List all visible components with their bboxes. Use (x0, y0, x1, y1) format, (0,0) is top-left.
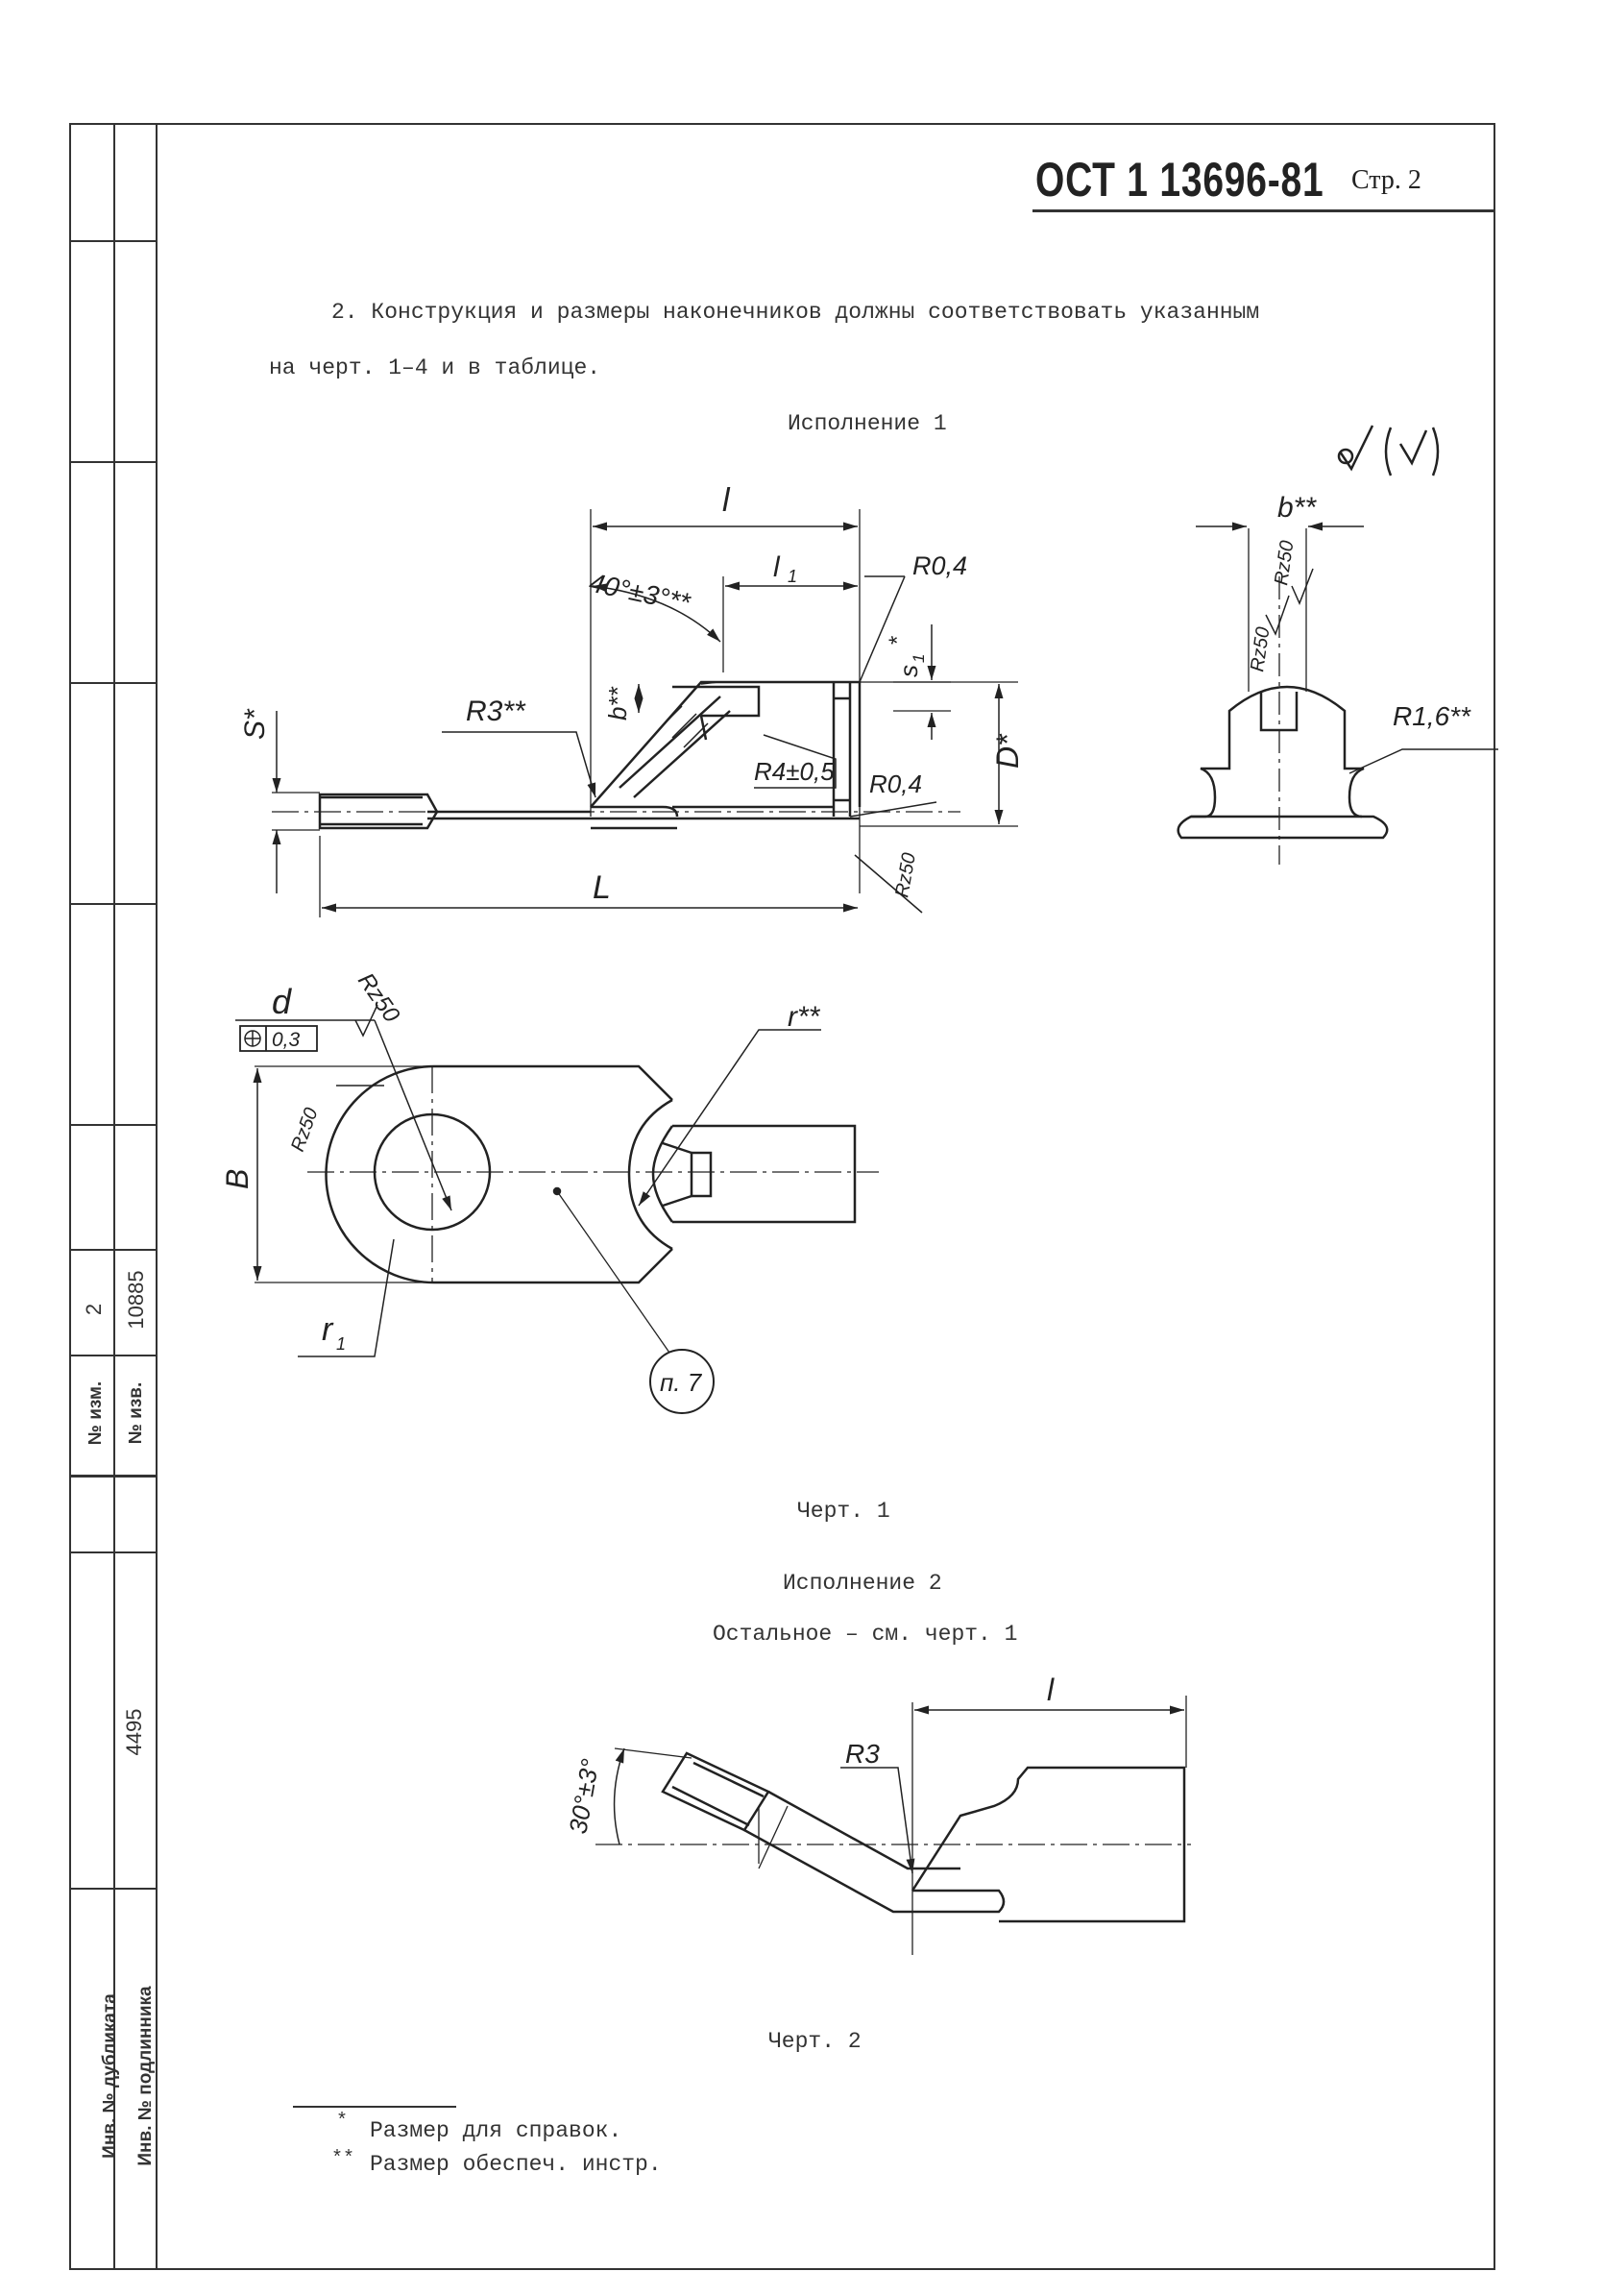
strip-rule (69, 1355, 158, 1356)
fig1-section-view (1177, 522, 1498, 865)
strip-rule (69, 240, 158, 242)
fig2-label-angle: 30°±3° (563, 1757, 604, 1836)
strip-line (113, 123, 115, 2270)
fig1-side-view (272, 509, 1018, 917)
fig2-view (595, 1696, 1191, 1955)
label-rz50-plan2: Rz50 (287, 1105, 323, 1154)
label-r04-top: R0,4 (912, 551, 967, 580)
label-rz50-plan1: Rz50 (352, 968, 405, 1028)
label-s: S* (239, 708, 271, 740)
page-number: Стр. 2 (1351, 165, 1421, 195)
fig2-label-l: l (1047, 1673, 1055, 1707)
label-r1: r (322, 1311, 334, 1348)
footnote-1-mark: * (336, 2111, 349, 2133)
label-B: B (220, 1169, 255, 1189)
label-d: d (272, 982, 292, 1021)
footnote-rule (293, 2106, 456, 2108)
variant2-note: Остальное – см. черт. 1 (713, 1622, 1018, 1647)
strip-rule (69, 1124, 158, 1126)
label-L: L (593, 869, 611, 906)
label-r3: R3** (466, 696, 526, 727)
label-r04-bottom: R0,4 (869, 769, 922, 798)
label-r4: R4±0,5 (754, 757, 835, 786)
strip-line (156, 123, 158, 2270)
roughness-symbol-icon (1337, 425, 1440, 476)
paragraph-line-1: 2. Конструкция и размеры наконечников до… (331, 300, 1260, 325)
page-frame (69, 123, 1495, 2270)
fig2-caption: Черт. 2 (768, 2029, 862, 2054)
header-underline (1032, 209, 1494, 212)
label-l1: l (773, 551, 781, 583)
label-s1-star: * (885, 636, 911, 646)
label-tolerance: 0,3 (272, 1029, 301, 1051)
strip-rule (69, 1249, 158, 1251)
label-D: D* (990, 733, 1025, 769)
label-rz50-side2: Rz50 (1247, 625, 1274, 672)
strip-rule (69, 903, 158, 905)
fig1-caption: Черт. 1 (797, 1499, 890, 1524)
label-l: l (722, 482, 731, 519)
standard-number: ОСТ 1 13696-81 (1035, 153, 1324, 207)
label-b-side: b** (1277, 492, 1317, 524)
label-s1: s (894, 665, 923, 677)
strip-rule (69, 1475, 158, 1478)
label-rz50-side1: Rz50 (1271, 539, 1298, 586)
strip-rule (69, 1551, 158, 1553)
label-r1-sub: 1 (336, 1334, 346, 1354)
footnote-2-mark: ** (331, 2148, 355, 2170)
label-l1-sub: 1 (788, 567, 797, 586)
label-s1-sub: 1 (910, 654, 928, 663)
variant2-title: Исполнение 2 (783, 1571, 942, 1596)
label-b-top: b** (603, 686, 632, 721)
fig1-plan-view (235, 1004, 879, 1414)
strip-rule (69, 682, 158, 684)
strip-rule (69, 461, 158, 463)
variant1-title: Исполнение 1 (788, 411, 947, 436)
strip-rule (69, 1888, 158, 1890)
label-callout: п. 7 (660, 1368, 703, 1397)
label-angle-40: 40°±3°** (587, 568, 693, 619)
label-rz50-right: Rz50 (891, 851, 920, 899)
fig2-label-r3: R3 (845, 1739, 880, 1769)
footnote-1-text: Размер для справок. (370, 2118, 622, 2143)
label-r-star: r** (788, 1001, 821, 1033)
label-r16: R1,6** (1393, 701, 1471, 731)
paragraph-line-2: на черт. 1–4 и в таблице. (269, 355, 601, 380)
footnote-2-text: Размер обеспеч. инстр. (370, 2152, 662, 2177)
